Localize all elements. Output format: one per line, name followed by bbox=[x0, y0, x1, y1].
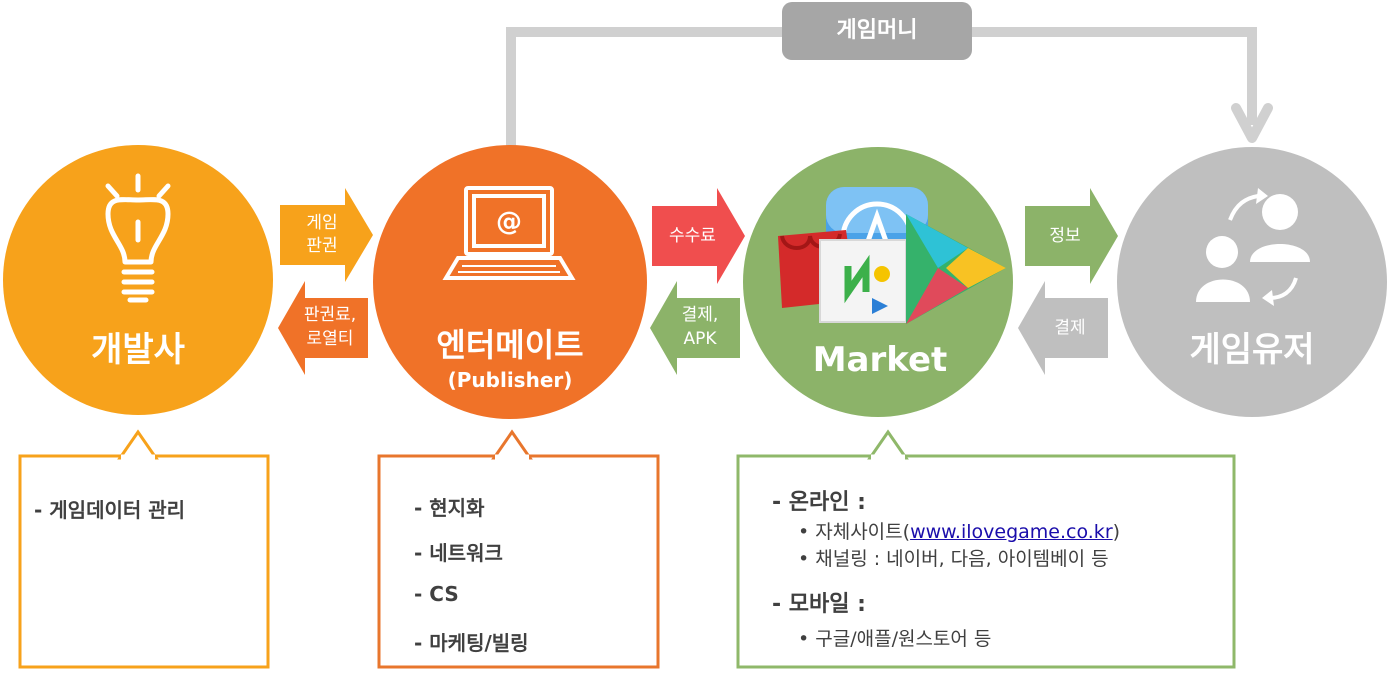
market-mobile-item-1: • 구글/애플/원스토어 등 bbox=[798, 628, 992, 650]
arrow-pub-to-market bbox=[652, 188, 745, 284]
arrow-label-pub-to-dev-1: 판권료, bbox=[303, 305, 357, 325]
users-icon bbox=[1196, 194, 1310, 302]
game-money-arrowhead bbox=[1231, 103, 1273, 143]
publisher-item-2: - 네트워크 bbox=[414, 541, 503, 565]
publisher-circle bbox=[373, 145, 647, 419]
at-sign-glyph: @ bbox=[496, 207, 522, 237]
market-online-item-2: • 채널링 : 네이버, 다음, 아이템베이 등 bbox=[798, 548, 1109, 570]
one-store-icon bbox=[819, 239, 907, 323]
user-circle bbox=[1117, 147, 1387, 417]
market-title: Market bbox=[812, 340, 948, 380]
laptop-icon bbox=[442, 186, 576, 280]
ilovegame-link[interactable]: www.ilovegame.co.kr bbox=[910, 521, 1113, 543]
game-money-label: 게임머니 bbox=[782, 2, 972, 60]
market-mobile-header: - 모바일 : bbox=[772, 592, 866, 617]
market-online-item-1-prefix: • 자체사이트( bbox=[798, 521, 911, 543]
developer-title: 개발사 bbox=[91, 330, 185, 370]
arrow-label-market-to-user: 정보 bbox=[1049, 226, 1081, 246]
arrow-label-market-to-pub-1: 결제, bbox=[681, 305, 719, 325]
cycle-arrow-icon bbox=[1228, 194, 1259, 221]
publisher-item-4: - 마케팅/빌링 bbox=[414, 631, 529, 655]
arrow-label-dev-to-pub-2: 판권 bbox=[306, 236, 338, 256]
publisher-box-outline bbox=[377, 429, 660, 669]
arrow-label-dev-to-pub-1: 게임 bbox=[306, 213, 338, 233]
publisher-subtitle: (Publisher) bbox=[447, 368, 573, 392]
user-title: 게임유저 bbox=[1189, 330, 1315, 370]
lightbulb-icon bbox=[105, 173, 171, 303]
arrow-market-to-pub bbox=[650, 281, 740, 375]
arrow-user-to-market bbox=[1018, 281, 1108, 375]
arrow-label-market-to-pub-2: APK bbox=[683, 329, 717, 349]
publisher-item-1: - 현지화 bbox=[414, 496, 485, 520]
market-box-outline bbox=[736, 429, 1236, 669]
arrow-pub-to-dev bbox=[278, 281, 368, 375]
arrow-label-pub-to-market: 수수료 bbox=[669, 226, 716, 246]
arrow-dev-to-pub bbox=[280, 188, 373, 282]
developer-box-outline bbox=[18, 429, 270, 669]
developer-item-1: - 게임데이터 관리 bbox=[34, 498, 186, 522]
google-play-icon bbox=[906, 214, 1006, 324]
arrow-label-user-to-market: 결제 bbox=[1054, 318, 1086, 338]
arrow-label-pub-to-dev-2: 로열티 bbox=[306, 329, 354, 349]
arrow-market-to-user bbox=[1025, 188, 1118, 284]
publisher-title: 엔터메이트 bbox=[436, 326, 584, 364]
publisher-item-3: - CS bbox=[414, 582, 459, 606]
market-online-header: - 온라인 : bbox=[772, 490, 866, 515]
market-online-item-1: • 자체사이트(www.ilovegame.co.kr) bbox=[798, 517, 1120, 544]
market-online-item-1-suffix: ) bbox=[1112, 521, 1121, 543]
